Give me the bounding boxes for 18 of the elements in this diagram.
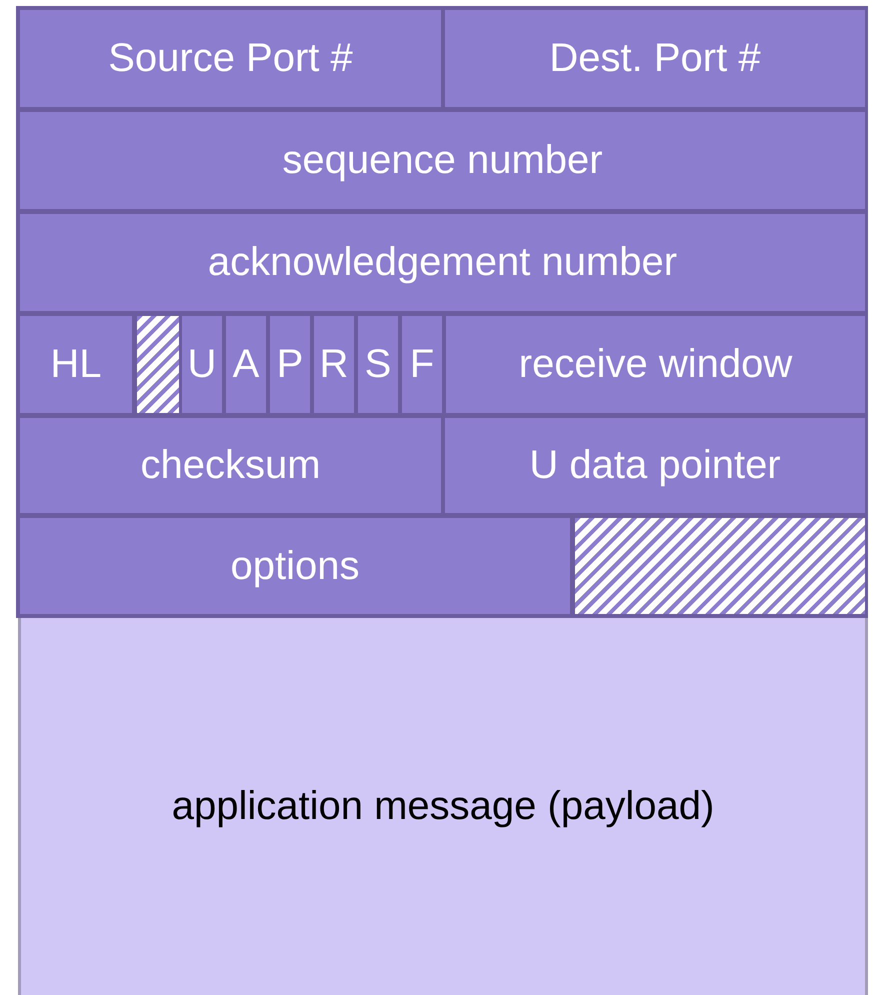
header-field: receive window [446,316,865,413]
payload-area: application message (payload) [18,618,868,995]
header-field: P [270,316,310,413]
header-field: F [402,316,442,413]
header-field: checksum [20,418,441,513]
header-field: R [314,316,354,413]
header-field: options [20,518,570,614]
header-field: A [226,316,266,413]
header-field: Dest. Port # [445,10,865,107]
header-field: HL [20,316,132,413]
header-field: U [182,316,222,413]
header-field: Source Port # [20,10,441,107]
header-field: S [358,316,398,413]
header-field: acknowledgement number [20,214,865,311]
reserved-field [137,316,179,413]
header-field: sequence number [20,112,865,209]
reserved-field [575,518,865,614]
header-field: U data pointer [445,418,865,513]
